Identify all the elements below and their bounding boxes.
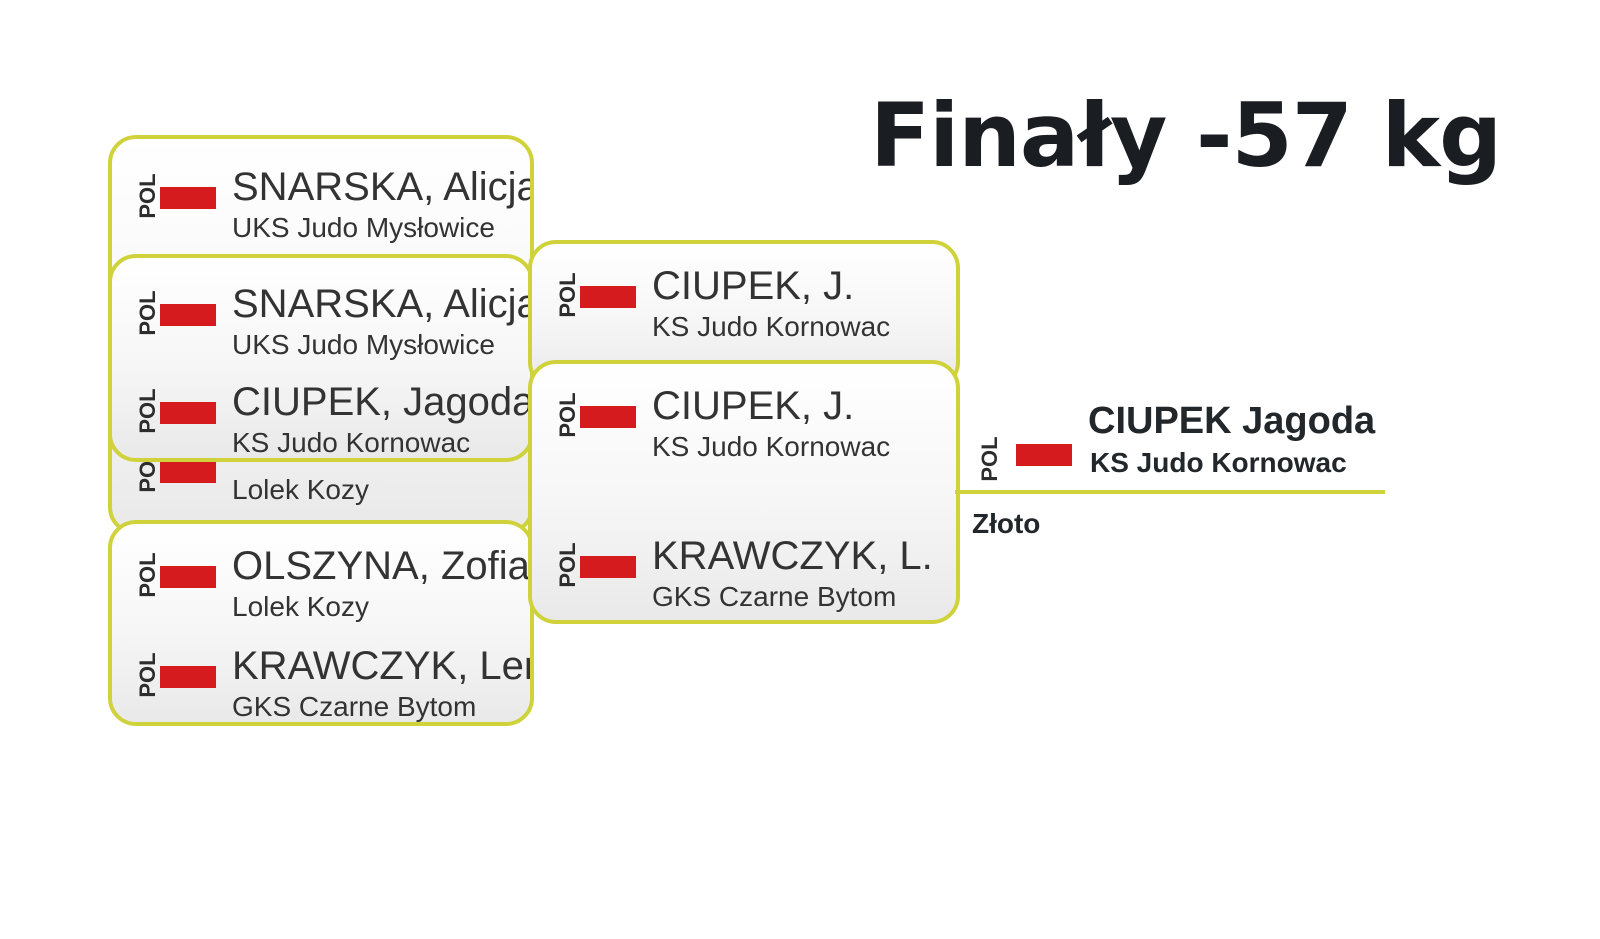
athlete-club: GKS Czarne Bytom	[232, 691, 477, 722]
poland-flag-icon	[580, 556, 636, 578]
country-code: POL	[135, 173, 160, 219]
bracket-box-semi-2[interactable]: POL OLSZYNA, Zofia Lolek Kozy POL KRAWCZ…	[108, 520, 534, 726]
country-code: POL	[555, 272, 580, 318]
athlete-club: Lolek Kozy	[232, 474, 369, 505]
medal-label: Złoto	[972, 508, 1041, 539]
bracket-entry: POL SNARSKA, Alicja UKS Judo Mysłowice	[112, 157, 534, 247]
athlete-name: KRAWCZYK, L.	[652, 534, 933, 578]
athlete-name: KRAWCZYK, Lena	[232, 644, 530, 688]
athlete-club: UKS Judo Mysłowice	[232, 329, 495, 360]
country-code: POL	[135, 552, 160, 598]
poland-flag-icon	[1016, 444, 1072, 466]
poland-flag-icon	[580, 406, 636, 428]
athlete-club: Lolek Kozy	[232, 591, 369, 622]
bracket-entry: POL CIUPEK, J. KS Judo Kornowac	[532, 376, 956, 466]
poland-flag-icon	[160, 402, 216, 424]
winner-name: CIUPEK Jagoda	[1088, 400, 1376, 442]
country-code: POL	[135, 290, 160, 336]
country-code: POL	[977, 436, 1002, 482]
country-code: POL	[135, 652, 160, 698]
poland-flag-icon	[580, 286, 636, 308]
final-connector-line	[955, 490, 1385, 494]
bracket-entry: POL OLSZYNA, Zofia Lolek Kozy	[112, 536, 530, 626]
athlete-name: CIUPEK, Jagoda	[232, 380, 534, 424]
bracket-entry: POL CIUPEK, J. KS Judo Kornowac	[532, 256, 956, 346]
page-title: Finały -57 kg	[870, 84, 1502, 187]
athlete-name: SNARSKA, Alicja	[232, 282, 534, 326]
athlete-club: KS Judo Kornowac	[232, 427, 471, 458]
bracket-entry: POL SNARSKA, Alicja UKS Judo Mysłowice	[112, 274, 534, 364]
athlete-club: GKS Czarne Bytom	[652, 581, 897, 612]
country-code: POL	[135, 388, 160, 434]
bracket-box-semi-1[interactable]: POL SNARSKA, Alicja UKS Judo Mysłowice P…	[108, 254, 534, 462]
bracket-entry: POL KRAWCZYK, L. GKS Czarne Bytom	[532, 526, 956, 616]
athlete-club: KS Judo Kornowac	[652, 431, 891, 462]
athlete-name: CIUPEK, J.	[652, 384, 855, 428]
winner-club: KS Judo Kornowac	[1090, 447, 1347, 478]
bracket-box-final[interactable]: POL CIUPEK, J. KS Judo Kornowac POL KRAW…	[528, 360, 960, 624]
poland-flag-icon	[160, 187, 216, 209]
poland-flag-icon	[160, 304, 216, 326]
bracket-entry: POL Lolek Kozy	[112, 431, 530, 521]
poland-flag-icon	[160, 461, 216, 483]
poland-flag-icon	[160, 666, 216, 688]
bracket-entry: POL CIUPEK, Jagoda KS Judo Kornowac	[112, 372, 534, 458]
athlete-name: OLSZYNA, Zofia	[232, 544, 530, 588]
country-code: POL	[555, 392, 580, 438]
athlete-club: KS Judo Kornowac	[652, 311, 891, 342]
athlete-club: UKS Judo Mysłowice	[232, 212, 495, 243]
athlete-name: SNARSKA, Alicja	[232, 165, 534, 209]
bracket-entry: POL KRAWCZYK, Lena GKS Czarne Bytom	[112, 636, 530, 722]
poland-flag-icon	[160, 566, 216, 588]
country-code: POL	[555, 542, 580, 588]
athlete-name: CIUPEK, J.	[652, 264, 855, 308]
